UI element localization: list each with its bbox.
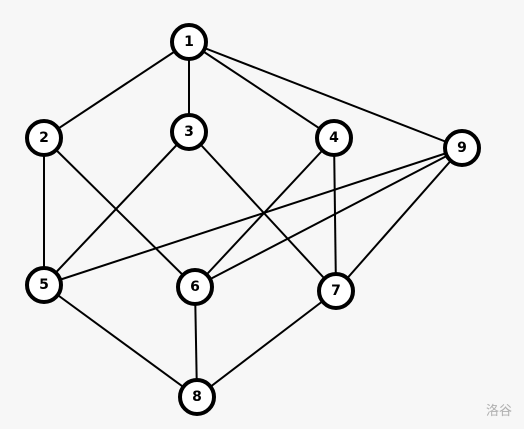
edge-2-6	[43, 137, 196, 288]
node-label: 8	[192, 389, 202, 405]
node-3: 3	[170, 113, 208, 151]
edge-9-6	[194, 147, 463, 288]
edge-7-8	[196, 290, 337, 398]
node-2: 2	[25, 119, 63, 157]
watermark-text: 洛谷	[485, 404, 512, 419]
edge-1-9	[188, 41, 463, 149]
node-9: 9	[443, 129, 481, 167]
edge-5-8	[43, 284, 198, 398]
node-circle	[170, 113, 208, 151]
edge-3-7	[188, 131, 337, 292]
node-circle	[25, 266, 63, 304]
node-circle	[176, 268, 214, 306]
node-label: 3	[184, 124, 194, 140]
node-label: 2	[39, 130, 49, 146]
edge-9-5	[43, 147, 463, 286]
node-4: 4	[315, 119, 353, 157]
node-circle	[317, 272, 355, 310]
node-label: 9	[457, 140, 467, 156]
nodes: 1 2 3 4 9 5 6 7 8	[25, 23, 481, 416]
node-8: 8	[178, 378, 216, 416]
node-1: 1	[170, 23, 208, 61]
node-circle	[443, 129, 481, 167]
edges	[43, 41, 463, 398]
edge-1-4	[188, 41, 335, 139]
node-label: 5	[39, 277, 49, 293]
node-5: 5	[25, 266, 63, 304]
node-circle	[178, 378, 216, 416]
node-label: 1	[184, 34, 194, 50]
edge-9-7	[335, 147, 463, 292]
node-7: 7	[317, 272, 355, 310]
edge-3-5	[43, 131, 190, 286]
node-label: 6	[190, 279, 200, 295]
node-circle	[315, 119, 353, 157]
edge-1-2	[43, 41, 190, 139]
node-circle	[25, 119, 63, 157]
node-label: 4	[329, 130, 339, 146]
node-label: 7	[331, 283, 341, 299]
node-6: 6	[176, 268, 214, 306]
node-circle	[170, 23, 208, 61]
